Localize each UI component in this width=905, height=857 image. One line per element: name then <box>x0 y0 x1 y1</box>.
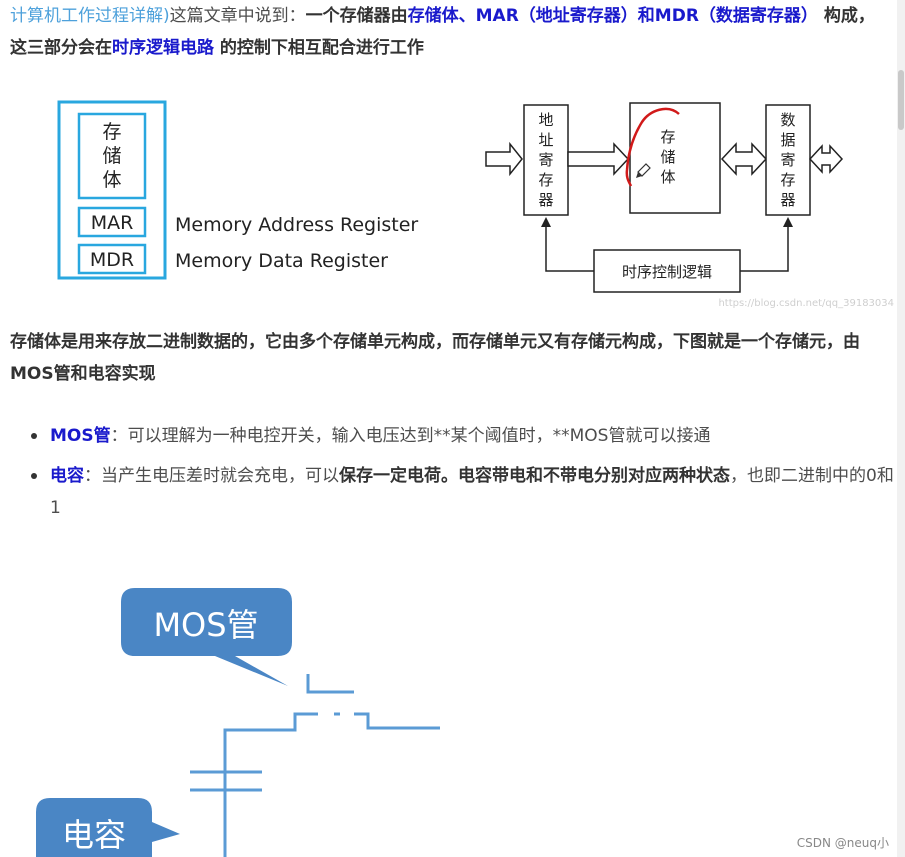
list-item-capacitor: 电容：当产生电压差时就会充电，可以保存一定电荷。电容带电和不带电分别对应两种状态… <box>10 460 895 524</box>
data-register-box <box>765 104 811 216</box>
capacitor-text-after: ，也即二进制中的0和1 <box>50 466 894 518</box>
storage-body-char-3: 体 <box>660 168 675 186</box>
addr-to-storage-arrow-icon <box>567 142 630 176</box>
storage-paragraph: 存储体是用来存放二进制数据的，它由多个存储单元构成，而存储单元又有存储元构成，下… <box>10 332 860 384</box>
mos-speech-bubble <box>121 588 292 686</box>
bullet-dot-icon <box>31 433 37 439</box>
addr-char-3: 寄 <box>538 151 553 169</box>
intro-bold-1: 一个存储器由 <box>305 6 408 26</box>
article-link[interactable]: 计算机工作过程详解) <box>10 6 170 26</box>
addr-char-2: 址 <box>538 131 553 149</box>
timing-logic-box <box>593 249 741 293</box>
mos-gate-line <box>306 674 354 694</box>
intro-text: 这篇文章中说到： <box>169 6 306 26</box>
memory-outer-box <box>57 100 167 280</box>
mdr-label: MDR <box>90 249 134 271</box>
scrollbar-thumb[interactable] <box>898 70 904 130</box>
addr-char-1: 地 <box>538 111 553 129</box>
mos-term: MOS管 <box>50 426 111 446</box>
red-annotation-stroke <box>625 107 680 187</box>
component-list: MOS管：可以理解为一种电控开关，输入电压达到**某个阈值时，**MOS管就可以… <box>10 420 895 532</box>
mdr-description: Memory Data Register <box>175 250 388 272</box>
mar-description: Memory Address Register <box>175 214 418 236</box>
capacitor-term: 电容 <box>50 466 84 486</box>
bullet-dot-icon <box>31 473 37 479</box>
mos-source-wire <box>223 712 318 857</box>
image-url-watermark: https://blog.csdn.net/qq_39183034 <box>718 298 894 309</box>
control-arrow-right-icon <box>783 217 793 227</box>
timing-logic-label: 时序控制逻辑 <box>622 263 712 281</box>
storage-body-box <box>629 102 721 214</box>
address-register-box <box>523 104 569 216</box>
mar-label: MAR <box>91 212 134 234</box>
list-item-mos: MOS管：可以理解为一种电控开关，输入电压达到**某个阈值时，**MOS管就可以… <box>10 420 895 452</box>
storage-char-1: 存 <box>102 121 121 143</box>
capacitor-bold: 保存一定电荷。电容带电和不带电分别对应两种状态 <box>339 466 730 486</box>
capacitor-speech-bubble <box>36 798 180 857</box>
mdr-box <box>77 243 147 275</box>
storage-cell-box <box>77 112 147 200</box>
data-char-4: 存 <box>780 171 795 189</box>
mar-box <box>77 206 147 238</box>
capacitor-text-before: ：当产生电压差时就会充电，可以 <box>84 466 339 486</box>
intro-bold-3: 的控制下相互配合进行工作 <box>214 38 424 58</box>
capacitor-bubble-label: 电容 <box>62 816 126 854</box>
storage-element-circuit: MOS管 电容 <box>36 588 440 857</box>
addr-char-4: 存 <box>538 171 553 189</box>
input-arrow-icon <box>485 141 523 177</box>
memory-block-diagram: 地 址 寄 存 器 存 储 体 数 据 寄 存 器 时序控制逻辑 https:/… <box>485 102 894 309</box>
intro-highlight-1: 存储体、MAR（地址寄存器）和MDR（数据寄存器） <box>407 6 818 26</box>
storage-char-2: 储 <box>102 145 121 167</box>
intro-bold-2: 构成，这三部分会在 <box>10 6 875 58</box>
storage-body-char-2: 储 <box>660 148 675 166</box>
mos-drain-wire <box>354 712 440 730</box>
csdn-watermark: CSDN @neuq小 <box>792 832 893 853</box>
intro-highlight-2: 时序逻辑电路 <box>112 38 214 58</box>
data-char-5: 器 <box>780 191 795 209</box>
storage-body-char-1: 存 <box>660 128 675 146</box>
mos-description: ：可以理解为一种电控开关，输入电压达到**某个阈值时，**MOS管就可以接通 <box>110 426 711 446</box>
storage-data-double-arrow-icon <box>720 142 768 176</box>
pen-cursor-icon <box>636 163 651 178</box>
data-char-3: 寄 <box>780 151 795 169</box>
mos-bubble-label: MOS管 <box>153 606 258 644</box>
control-line-right <box>740 225 789 272</box>
storage-char-3: 体 <box>102 169 121 191</box>
control-arrow-left-icon <box>541 217 551 227</box>
intro-paragraph: 计算机工作过程详解)这篇文章中说到：一个存储器由存储体、MAR（地址寄存器）和M… <box>10 0 890 64</box>
page-scrollbar[interactable] <box>897 0 905 857</box>
addr-char-5: 器 <box>538 191 553 209</box>
memory-structure-diagram: 存 储 体 MAR MDR Memory Address Register Me… <box>57 100 418 280</box>
output-double-arrow-icon <box>808 144 844 174</box>
data-char-2: 据 <box>780 131 795 149</box>
control-line-left <box>545 225 594 272</box>
data-char-1: 数 <box>780 111 795 129</box>
